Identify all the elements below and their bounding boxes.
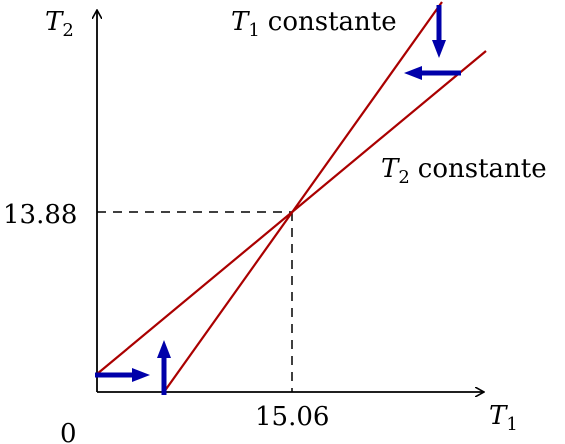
t1-constante-sub: 1 [248,20,259,41]
t1-constante-label: T1 constante [231,7,397,41]
x-axis-label-var: T [489,401,508,431]
y-axis-label-sub: 2 [62,20,73,41]
t2-constante-var: T [381,154,400,184]
t1-constante-text: constante [268,7,397,37]
y-axis-label: T2 [45,7,74,41]
origin-label: 0 [60,419,77,444]
arrow-left-top [404,66,461,80]
x-intersection-value: 15.06 [255,402,329,432]
y-axis-label-var: T [45,7,64,37]
t2-constante-sub: 2 [398,167,409,188]
t2-constante-label: T2 constante [381,154,547,188]
t1-constante-var: T [231,7,250,37]
x-axis-label: T1 [489,401,518,435]
arrow-right-bottom [95,368,150,382]
t1-constante-line [163,1,443,393]
x-axis-label-sub: 1 [506,414,517,435]
arrow-up-bottom [157,340,171,395]
y-intersection-value: 13.88 [3,200,77,230]
arrow-down-top [432,5,446,58]
t2-constante-text: constante [418,154,547,184]
